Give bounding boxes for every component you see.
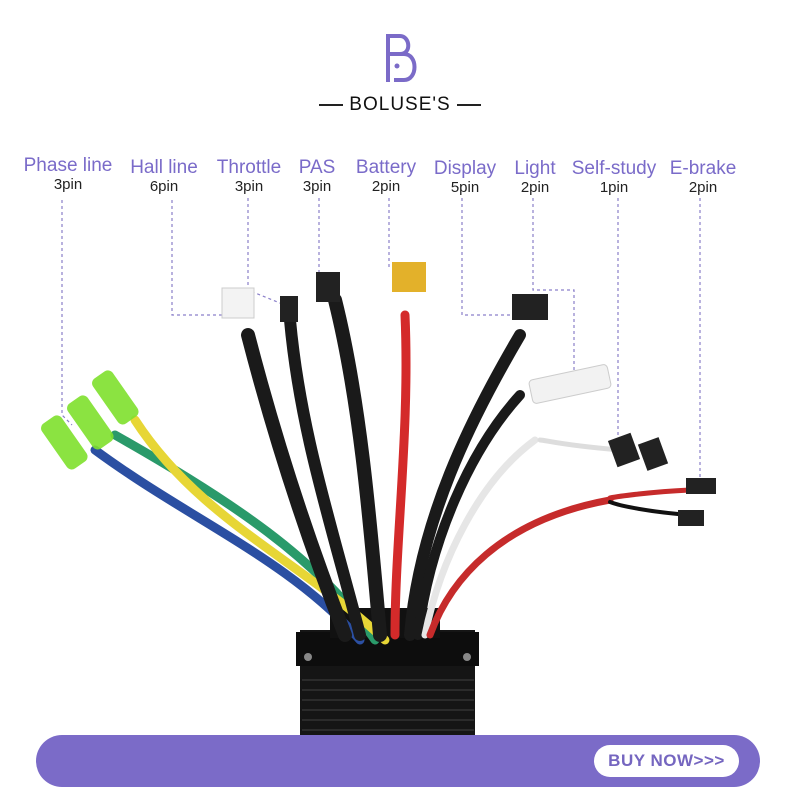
label-display: Display 5pin <box>434 158 496 196</box>
connector-pins: 3pin <box>302 178 332 195</box>
label-self-study: Self-study 1pin <box>572 158 656 196</box>
boluse-logo-icon <box>386 34 417 82</box>
connector-pins: 5pin <box>450 179 480 196</box>
connector-plugs <box>221 262 716 526</box>
connector-pins: 6pin <box>149 178 179 195</box>
brand-name: BOLUSE'S <box>349 94 451 115</box>
label-pas: PAS 3pin <box>299 157 336 195</box>
connector-name: Battery <box>355 157 417 178</box>
connector-pins: 3pin <box>53 176 83 193</box>
connector-name: Throttle <box>216 157 282 178</box>
brand-logo <box>0 30 800 86</box>
connector-name: Phase line <box>23 155 113 176</box>
brand-rule-left <box>319 104 344 106</box>
brand-rule-right <box>456 104 481 106</box>
connector-pins: 2pin <box>520 179 550 196</box>
signal-wires <box>241 293 693 642</box>
label-e-brake: E-brake 2pin <box>670 158 737 196</box>
label-light: Light 2pin <box>514 158 555 196</box>
label-hall-line: Hall line 6pin <box>130 157 198 195</box>
connector-name: E-brake <box>669 158 737 179</box>
connector-pins: 3pin <box>234 178 264 195</box>
connector-name: PAS <box>298 157 336 178</box>
buy-now-button[interactable]: BUY NOW>>> <box>594 745 739 777</box>
label-battery: Battery 2pin <box>356 157 416 195</box>
phase-connectors <box>41 370 139 470</box>
connector-name: Hall line <box>130 157 198 178</box>
connector-pins: 1pin <box>599 179 629 196</box>
connector-name: Display <box>433 158 497 179</box>
label-throttle: Throttle 3pin <box>217 157 281 195</box>
connector-pins: 2pin <box>688 179 718 196</box>
connector-name: Light <box>514 158 556 179</box>
connector-pins: 2pin <box>371 178 401 195</box>
brand-wordmark: BOLUSE'S <box>0 94 800 116</box>
leader-lines <box>61 198 701 490</box>
controller-box <box>296 608 479 740</box>
connector-name: Self-study <box>571 158 657 179</box>
label-phase-line: Phase line 3pin <box>24 155 113 193</box>
